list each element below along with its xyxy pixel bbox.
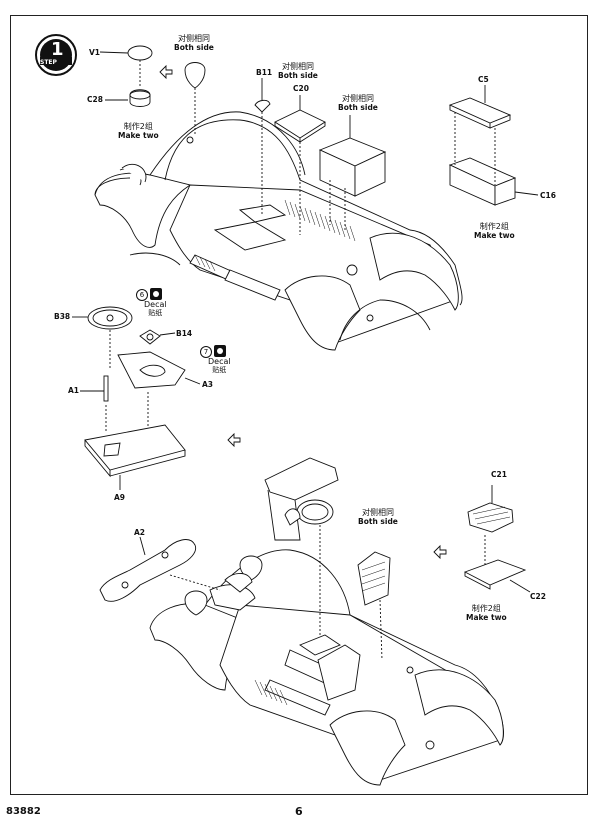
decal-number-6: 6 — [136, 289, 148, 301]
product-code: 83882 — [6, 806, 41, 817]
decal-icon — [214, 345, 226, 357]
step-label: STEP — [40, 59, 57, 66]
make-two-zh-3: 制作2组 — [471, 604, 501, 613]
seat-box — [318, 115, 387, 232]
seat-back — [299, 551, 391, 701]
both-side-4: 对侧相同 Both side — [358, 508, 398, 526]
part-c21-c22 — [463, 485, 531, 593]
part-a2 — [99, 536, 221, 602]
decal-zh-7: 贴纸 — [212, 366, 227, 374]
label-c5: C5 — [478, 75, 489, 84]
label-c16: C16 — [540, 191, 556, 200]
decal-label-6: Decal 贴纸 — [144, 300, 167, 318]
decal-en-7: Decal — [208, 357, 231, 366]
make-two-1: 制作2组 Make two — [118, 122, 159, 140]
page-frame — [10, 15, 588, 795]
label-c28: C28 — [87, 95, 103, 104]
decal-en-6: Decal — [144, 300, 167, 309]
part-b11 — [254, 78, 271, 215]
make-two-en-1: Make two — [118, 131, 159, 140]
make-two-zh-2: 制作2组 — [479, 222, 509, 231]
decal-icon — [150, 288, 162, 300]
decal-label-7: Decal 贴纸 — [208, 357, 231, 375]
both-side-zh-2: 对侧相同 — [281, 62, 314, 71]
dashboard-wheel — [264, 457, 339, 640]
headlamp-parts — [99, 45, 206, 186]
label-a3: A3 — [202, 380, 214, 389]
step-badge: 1 STEP — [34, 33, 78, 77]
label-b14: B14 — [176, 329, 193, 338]
both-side-en-4: Both side — [358, 517, 398, 526]
label-c20: C20 — [293, 84, 309, 93]
dash-subassembly — [72, 306, 201, 490]
part-c5-c16 — [448, 85, 539, 206]
label-b38: B38 — [54, 312, 71, 321]
label-a1: A1 — [68, 386, 80, 395]
both-side-1: 对侧相同 Both side — [174, 34, 214, 52]
make-two-2: 制作2组 Make two — [474, 222, 515, 240]
make-two-en-3: Make two — [466, 613, 507, 622]
make-two-zh-1: 制作2组 — [123, 122, 153, 131]
upper-chassis — [94, 111, 463, 351]
step-number: 1 — [51, 39, 64, 60]
both-side-zh-3: 对侧相同 — [341, 94, 374, 103]
label-a9: A9 — [114, 493, 126, 502]
direction-arrows — [159, 64, 447, 560]
lower-chassis — [149, 549, 504, 786]
both-side-zh-4: 对侧相同 — [361, 508, 394, 517]
both-side-en-3: Both side — [338, 103, 378, 112]
step-badge-icon — [35, 34, 77, 76]
decal-zh-6: 贴纸 — [148, 309, 163, 317]
label-v1: V1 — [89, 48, 101, 57]
label-a2: A2 — [134, 528, 146, 537]
label-c22: C22 — [530, 592, 546, 601]
both-side-en-1: Both side — [174, 43, 214, 52]
make-two-en-2: Make two — [474, 231, 515, 240]
decal-number-7: 7 — [200, 346, 212, 358]
make-two-3: 制作2组 Make two — [466, 604, 507, 622]
label-c21: C21 — [491, 470, 507, 479]
label-b11: B11 — [256, 68, 273, 77]
page-number: 6 — [295, 805, 303, 818]
both-side-2: 对侧相同 Both side — [278, 62, 318, 80]
both-side-3: 对侧相同 Both side — [338, 94, 378, 112]
part-c20 — [274, 95, 326, 235]
both-side-en-2: Both side — [278, 71, 318, 80]
both-side-zh-1: 对侧相同 — [177, 34, 210, 43]
